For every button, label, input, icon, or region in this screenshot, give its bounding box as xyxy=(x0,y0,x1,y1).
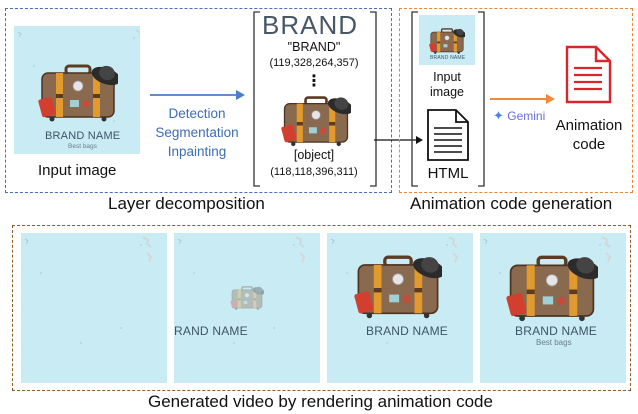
layer-decomposition-caption: Layer decomposition xyxy=(108,194,265,213)
suitcase-image xyxy=(354,255,442,320)
layer-bracket xyxy=(253,11,377,187)
frame-brand-name: BRAND NAME xyxy=(515,324,598,338)
input-image-caption: Input image xyxy=(38,162,117,179)
stage-inpainting: Inpainting xyxy=(167,144,227,159)
video-frame-2: RAND NAME xyxy=(174,233,320,383)
video-caption: Generated video by rendering animation c… xyxy=(148,392,493,411)
animation-code-label: Animation code xyxy=(551,116,627,154)
partial-brand-name: RAND NAME xyxy=(174,324,248,338)
stage-labels: Detection Segmentation Inpainting xyxy=(150,104,244,161)
layers-to-html-arrow xyxy=(374,136,423,144)
frame-tagline: Best bags xyxy=(536,338,572,347)
generation-arrow xyxy=(490,94,555,104)
suitcase-image xyxy=(506,255,598,323)
stage-segmentation: Segmentation xyxy=(155,125,239,140)
poster-brand-name: BRAND NAME xyxy=(45,130,121,142)
document-icon xyxy=(427,109,469,161)
code-generation-caption: Animation code generation xyxy=(410,194,613,213)
decomposition-arrow xyxy=(150,90,245,100)
faded-suitcase xyxy=(230,286,264,311)
input-image-label: Input image xyxy=(412,70,482,100)
layer-ellipsis: ⋮ xyxy=(306,73,322,90)
object-layer-name: [object] xyxy=(293,148,335,162)
code-generation-box xyxy=(399,8,633,193)
text-layer-name: "BRAND" xyxy=(287,40,341,54)
input-image-label-line1: Input xyxy=(433,70,461,84)
code-file-icon xyxy=(565,45,612,104)
poster-tagline: Best bags xyxy=(68,143,97,150)
input-image: BRAND NAME Best bags xyxy=(14,26,140,154)
input-image-thumbnail: BRAND NAME xyxy=(419,15,475,65)
stage-detection: Detection xyxy=(168,106,226,121)
video-frame-3: BRAND NAME xyxy=(327,233,473,383)
html-label: HTML xyxy=(427,165,469,182)
sparkle-icon: ✦ xyxy=(493,108,504,123)
input-image-label-line2: image xyxy=(429,85,465,99)
generation-bracket xyxy=(411,11,485,187)
frame-brand-name: BRAND NAME xyxy=(366,324,449,338)
suitcase-image xyxy=(38,64,118,123)
thumbnail-brand-name: BRAND NAME xyxy=(430,55,466,61)
object-layer-image xyxy=(281,95,351,148)
model-label: ✦ Gemini xyxy=(493,108,545,124)
video-frame-1 xyxy=(21,233,167,383)
thumbnail-suitcase xyxy=(429,28,465,55)
model-name: Gemini xyxy=(507,109,546,123)
frame-texture xyxy=(24,236,152,345)
animation-code-label-line1: Animation xyxy=(555,117,623,134)
text-layer-render: BRAND xyxy=(262,10,359,40)
generated-video-box xyxy=(12,225,631,391)
animation-code-label-line2: code xyxy=(572,136,606,153)
layer-decomposition-box xyxy=(5,8,392,193)
video-frame-4: BRAND NAME Best bags xyxy=(480,233,626,383)
text-layer-bbox: (119,328,264,357) xyxy=(269,57,359,69)
object-layer-bbox: (118,118,396,311) xyxy=(270,166,358,178)
